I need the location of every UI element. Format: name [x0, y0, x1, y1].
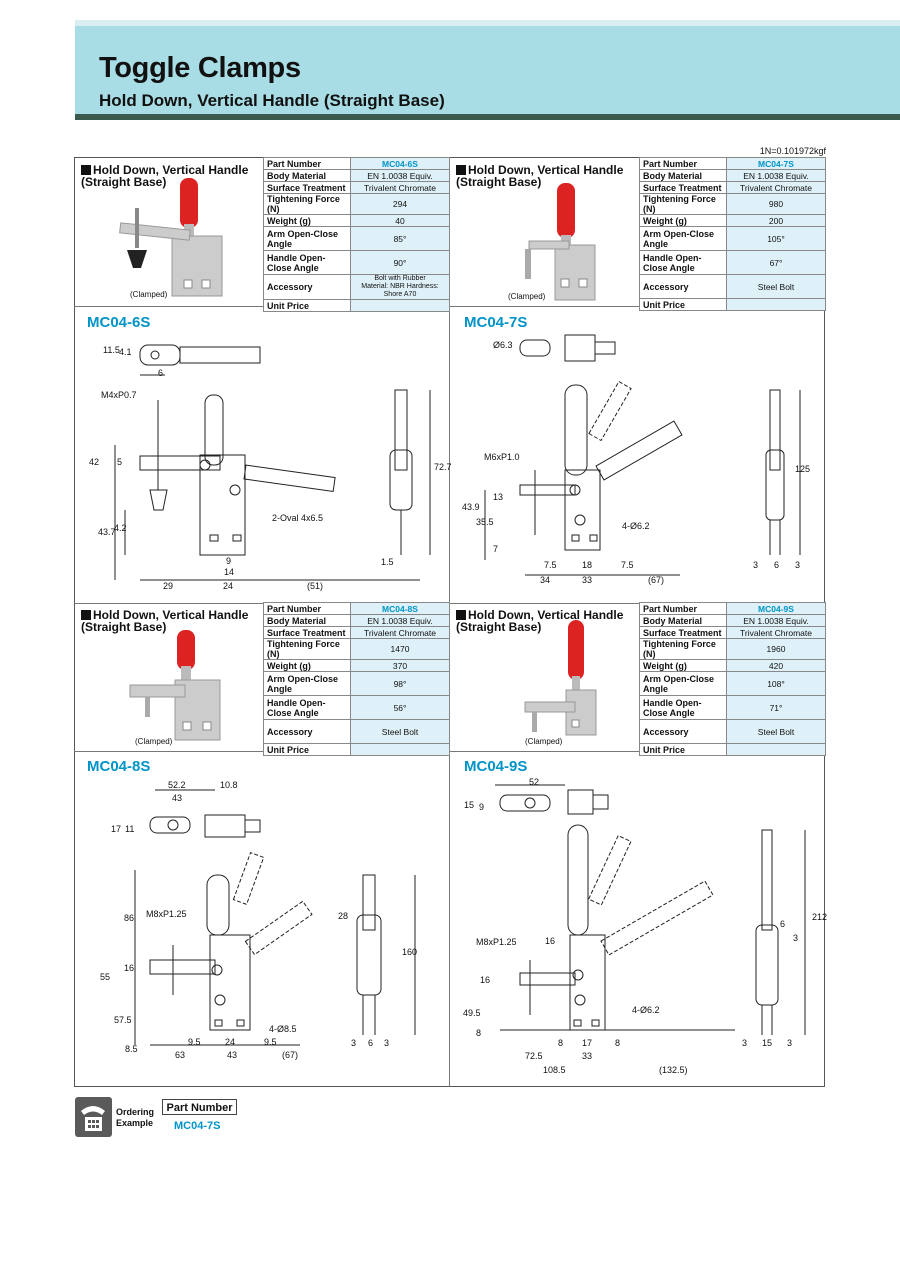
page-subtitle: Hold Down, Vertical Handle (Straight Bas…: [99, 91, 445, 110]
unit-conversion-note: 1N=0.101972kgf: [759, 146, 826, 156]
product-photo-mc04-7s: [525, 183, 596, 301]
product-title-mc04-9s: Hold Down, Vertical Handle (Straight Bas…: [456, 608, 624, 634]
header-top-strip: [75, 20, 900, 26]
model-label-mc04-9s: MC04-9S: [464, 758, 528, 775]
hole-label: 4-Ø8.5: [269, 1024, 297, 1034]
clamped-caption: (Clamped): [130, 290, 168, 299]
header-underline: [75, 114, 900, 120]
unit-price-cell[interactable]: [350, 299, 450, 312]
hole-label: 4-Ø6.2: [632, 1005, 660, 1015]
ordering-part-number-example: MC04-7S: [174, 1120, 221, 1132]
page-title: Toggle Clamps: [99, 52, 301, 84]
slot-label: 2-Oval 4x6.5: [272, 513, 324, 523]
unit-price-cell[interactable]: [726, 743, 826, 756]
product-photo-mc04-6s: [119, 178, 223, 297]
phone-order-icon: [75, 1097, 112, 1137]
model-label-mc04-7s: MC04-7S: [464, 314, 528, 331]
drawing-mc04-7s: [484, 334, 801, 576]
row-divider-1: [74, 306, 825, 307]
drawing-mc04-6s: [114, 344, 431, 581]
thread-label: M8xP1.25: [146, 909, 187, 919]
header-banner: [75, 26, 900, 116]
clamped-caption: (Clamped): [525, 737, 563, 746]
row-divider-2: [74, 603, 825, 604]
product-title-mc04-6s: Hold Down, Vertical Handle (Straight Bas…: [81, 163, 249, 189]
thread-label: M6xP1.0: [484, 452, 520, 462]
model-label-mc04-6s: MC04-6S: [87, 314, 151, 331]
hole-label: 4-Ø6.2: [622, 521, 650, 531]
drawing-mc04-9s: [495, 784, 806, 1035]
row-divider-3: [74, 751, 825, 752]
model-label-mc04-8s: MC04-8S: [87, 758, 151, 775]
ordering-part-number-header: Part Number: [162, 1099, 237, 1115]
clamped-caption: (Clamped): [135, 737, 173, 746]
product-photo-mc04-8s: [129, 630, 221, 741]
thread-label: M4xP0.7: [101, 390, 137, 400]
product-photo-mc04-9s: [524, 620, 597, 736]
product-title-mc04-7s: Hold Down, Vertical Handle (Straight Bas…: [456, 163, 624, 189]
clamped-caption: (Clamped): [508, 292, 546, 301]
unit-price-cell[interactable]: [350, 743, 450, 756]
drawing-mc04-8s: [134, 789, 416, 1046]
product-title-mc04-8s: Hold Down, Vertical Handle (Straight Bas…: [81, 608, 249, 634]
column-divider: [449, 157, 450, 1087]
unit-price-cell[interactable]: [726, 298, 826, 311]
thread-label: M8xP1.25: [476, 937, 517, 947]
